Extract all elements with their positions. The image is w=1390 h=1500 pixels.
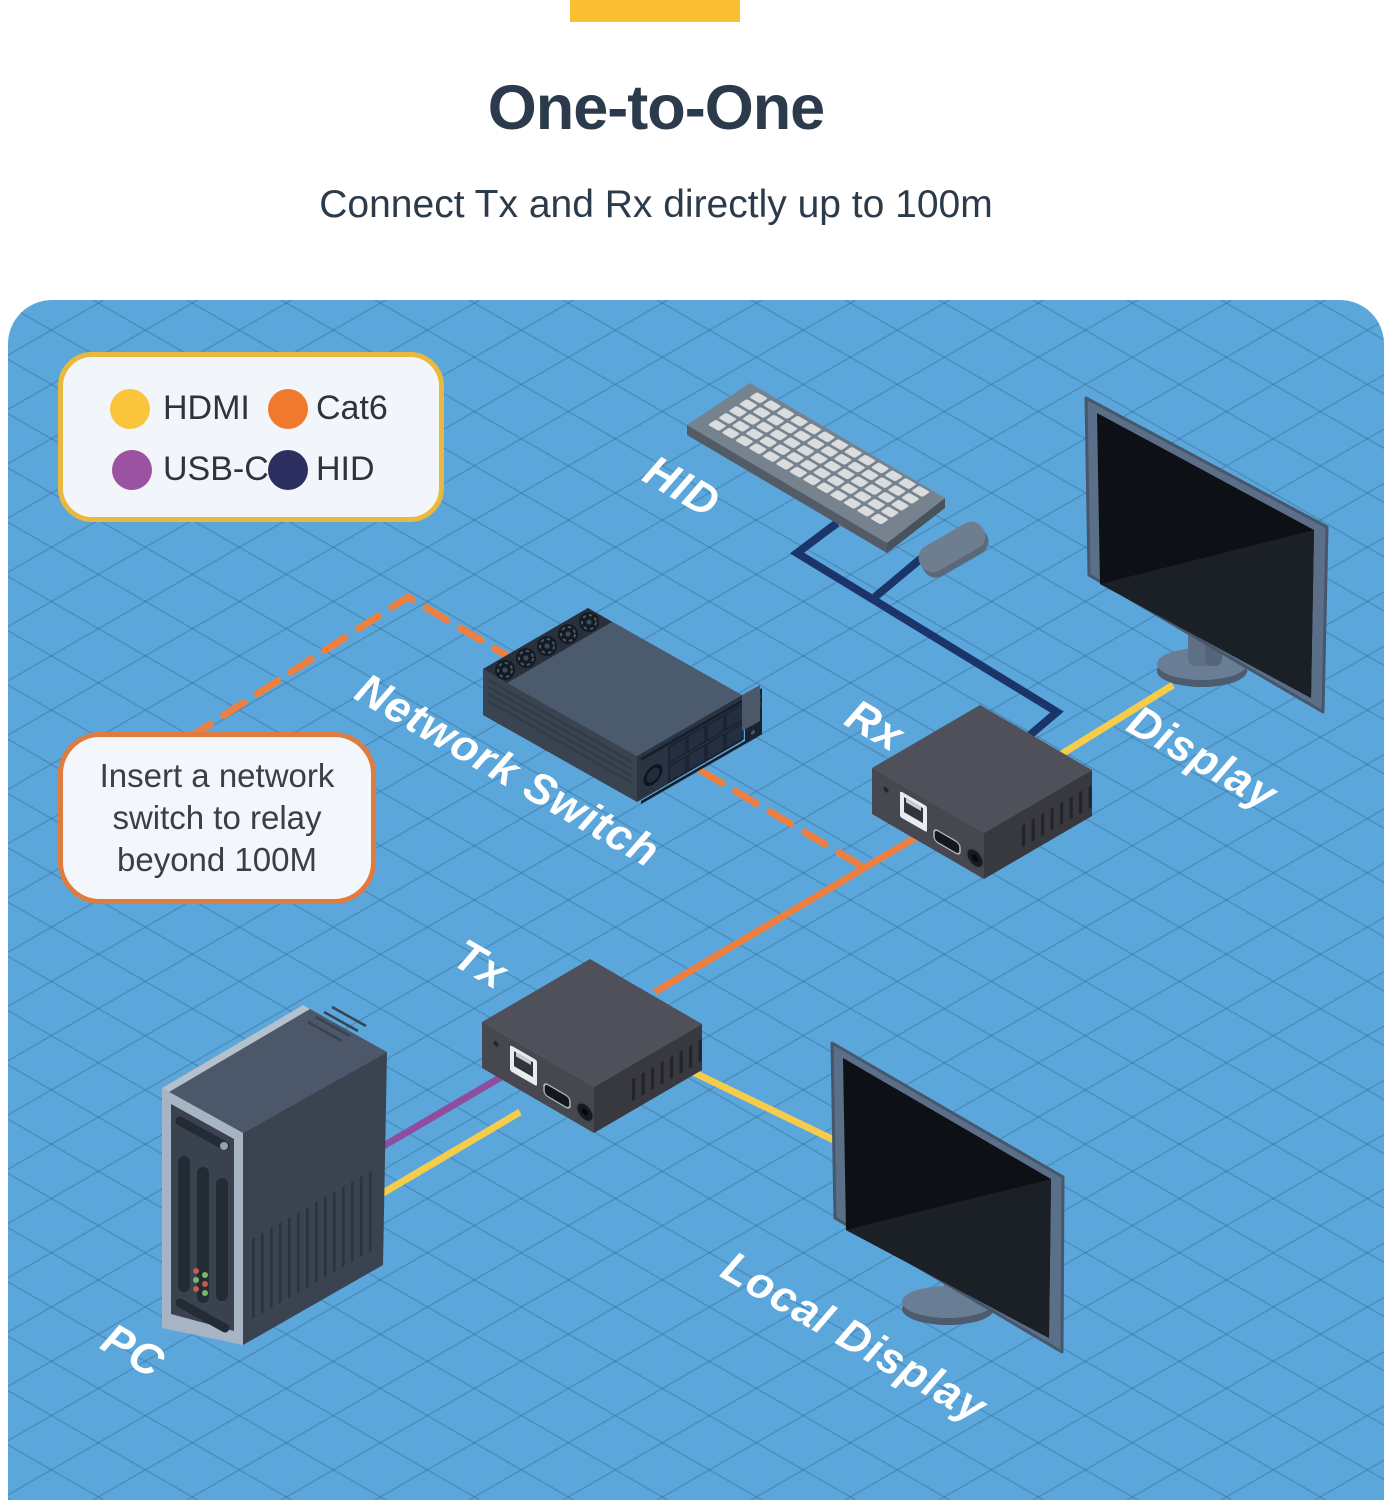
tx-vents [632, 1039, 702, 1102]
tx-hdmi-port [543, 1083, 571, 1109]
switch-fans [495, 612, 599, 680]
ethernet-ports [668, 702, 744, 784]
page-title: One-to-One [487, 73, 825, 143]
legend: HDMI Cat6 USB-C HID [58, 352, 444, 522]
pc-top-vents [307, 1005, 367, 1043]
rx-vents [1022, 785, 1092, 848]
callout-line: switch to relay [112, 799, 322, 836]
legend-item-hdmi: HDMI [163, 389, 250, 427]
cat6-connection-tx-rx [653, 828, 927, 996]
tx-extender-illustration [482, 959, 702, 1133]
callout-line: Insert a network [99, 757, 335, 794]
display-screen-sheen [1100, 530, 1314, 698]
hid-legend-dot-icon [268, 450, 308, 490]
keyboard-icon [687, 383, 945, 553]
hdmi-legend-dot-icon [110, 389, 150, 429]
pc-top-rim [162, 1005, 310, 1092]
legend-item-hid: HID [316, 450, 375, 488]
local-display-screen-sheen [846, 1179, 1051, 1338]
pc-power-led [220, 1142, 228, 1150]
display-illustration [1084, 396, 1329, 714]
tx-top-face [482, 959, 702, 1087]
legend-item-usbc: USB-C [163, 450, 269, 488]
rx-right-face [984, 770, 1092, 879]
legend-item-cat6: Cat6 [316, 389, 388, 427]
tx-right-face [594, 1024, 702, 1133]
rx-hdmi-port [933, 829, 961, 855]
hdmi-connection-rx-display [1058, 682, 1175, 758]
pc-side-vents [250, 1167, 378, 1320]
accent-bar [570, 0, 740, 22]
network-switch-illustration [483, 608, 762, 804]
pc-top-face [162, 1005, 387, 1133]
switch-heatsink-fins [487, 678, 633, 785]
usbc-legend-dot-icon [112, 450, 152, 490]
pc-tower-illustration [162, 1005, 387, 1345]
rx-ports [883, 786, 985, 870]
local-display-illustration [830, 1041, 1065, 1354]
switch-front-ports [641, 688, 762, 804]
usbc-connection-pc-tx [378, 1069, 510, 1152]
mouse-icon [918, 521, 989, 578]
switch-power-button [643, 764, 663, 787]
tx-ports [493, 1040, 595, 1124]
page-subtitle: Connect Tx and Rx directly up to 100m [319, 183, 993, 226]
cat6-dashed-connection [186, 593, 864, 869]
keyboard-keys [705, 391, 932, 527]
callout-line: beyond 100M [117, 841, 317, 878]
rx-extender-illustration [872, 705, 1092, 879]
pc-status-leds [193, 1268, 208, 1296]
hdmi-connection-pc-tx [376, 1108, 522, 1200]
switch-rack-ear [742, 685, 760, 731]
cat6-legend-dot-icon [268, 389, 308, 429]
rx-top-face [872, 705, 1092, 833]
network-switch-callout: Insert a network switch to relay beyond … [58, 732, 376, 904]
hdmi-connection-tx-local-display [670, 1058, 840, 1146]
